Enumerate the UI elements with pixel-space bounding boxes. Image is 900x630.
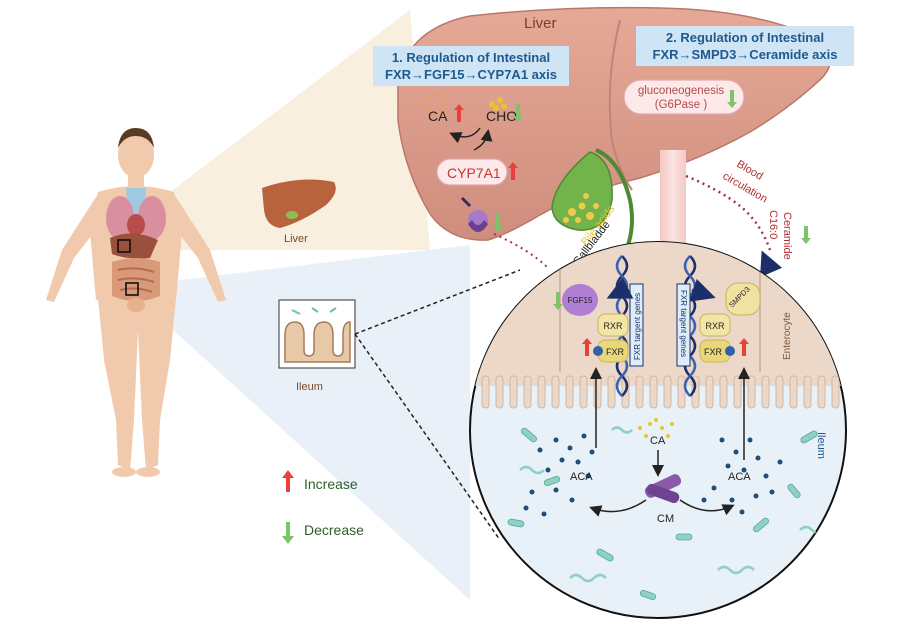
ileum-small-label: Ileum [296, 381, 323, 393]
small-liver-label: Liver [284, 233, 308, 245]
legend-decrease-label: Decrease [304, 522, 364, 538]
gut-bacteria [507, 427, 818, 601]
fgf15-flow-dots [493, 233, 549, 269]
ceramide-decrease-arrow-icon [801, 226, 811, 244]
cm-to-aca-right-arrow [679, 499, 735, 516]
cm-enzyme-icon [644, 474, 682, 504]
ca-label: CA [428, 108, 448, 124]
receptor-decrease-arrow-icon [493, 214, 503, 232]
enterocyte-label: Enterocyte [782, 312, 793, 360]
ileum-villi-icon [278, 299, 356, 369]
ca-molecule-icon [424, 94, 446, 116]
rxr-right-box [699, 313, 731, 337]
fgf15-label: FGF15 [568, 296, 593, 305]
fxr-left-ligand [593, 346, 603, 356]
gluconeogenesis-decrease-arrow-icon [727, 90, 737, 108]
cho-to-ca-arrow [449, 127, 481, 144]
ca-increase-arrow-icon [454, 104, 464, 122]
fgf15-protein [562, 284, 598, 316]
target-genes-box-left [629, 283, 644, 367]
liver-label: Liver [524, 15, 557, 32]
gluconeogenesis-label: gluconeogenesis [638, 85, 725, 97]
aca-dots-right [701, 437, 783, 515]
rxr-left-label: RXR [603, 321, 623, 331]
fxr-left-increase-arrow-icon [582, 338, 592, 356]
axis-1-title-box [373, 46, 569, 86]
cyp7a1-box [436, 158, 508, 186]
cm-to-aca-left-arrow [589, 499, 647, 517]
ca-circle-label: CA [650, 435, 666, 447]
blood-circulation-dots [685, 174, 772, 251]
zoom-leader-top [354, 269, 521, 335]
axis-1-title-line-2: FXR→FGF15→CYP7A1 axis [385, 67, 557, 82]
ceramide-label: Ceramide [781, 212, 793, 260]
fxr-left-label: FXR [606, 347, 625, 357]
fxr-right-label: FXR [704, 347, 723, 357]
legend-increase-arrow-icon [282, 470, 294, 492]
rxr-left-box [597, 313, 629, 337]
human-figure [46, 128, 226, 477]
cyp7a1-to-cho-arrow [473, 129, 493, 151]
legend-decrease-arrow-icon [282, 522, 294, 544]
fgf15-receptor-icon [460, 196, 488, 232]
cho-label: CHO [486, 108, 517, 124]
smpd3-protein [725, 282, 761, 316]
target-genes-label-left: FXR targent genes [633, 293, 642, 360]
axis-2-title-line-1: 2. Regulation of Intestinal [666, 30, 824, 45]
target-genes-box-right [676, 283, 691, 367]
ileum-circle-label: Ileum [815, 432, 827, 459]
c16-label: C16:0 [767, 210, 779, 239]
legend-increase-label: Increase [304, 476, 358, 492]
g6pase-label: (G6Pase ) [655, 99, 708, 111]
axis-2-title-box [636, 26, 854, 66]
axis-2-title-line-2: FXR→SMPD3→Ceramide axis [653, 47, 838, 62]
fxr-right-increase-arrow-icon [739, 338, 749, 356]
cyp7a1-label: CYP7A1 [447, 165, 501, 181]
aca-right-label: ACA [728, 471, 751, 483]
liver-zoom-wedge [140, 10, 430, 250]
cyp7a1-increase-arrow-icon [508, 162, 518, 180]
smpd3-arrow [689, 278, 716, 302]
fxr-right-ligand [725, 346, 735, 356]
gluconeogenesis-box [623, 79, 745, 115]
axis-1-title-line-1: 1. Regulation of Intestinal [392, 50, 550, 65]
cho-molecule-icon [489, 97, 507, 111]
aca-left-label: ACA [570, 471, 593, 483]
aca-dots-left [523, 433, 595, 517]
fgf15-decrease-arrow-icon [553, 292, 563, 310]
target-genes-label-right: FXR targent genes [679, 290, 688, 357]
cm-label: CM [657, 513, 674, 525]
rxr-right-label: RXR [705, 321, 725, 331]
ileum-zoom-wedge [140, 245, 470, 600]
cho-decrease-arrow-icon [513, 104, 523, 122]
ca-dots [638, 418, 674, 438]
fgf15-arrow [606, 277, 634, 299]
small-liver-icon [262, 179, 336, 228]
